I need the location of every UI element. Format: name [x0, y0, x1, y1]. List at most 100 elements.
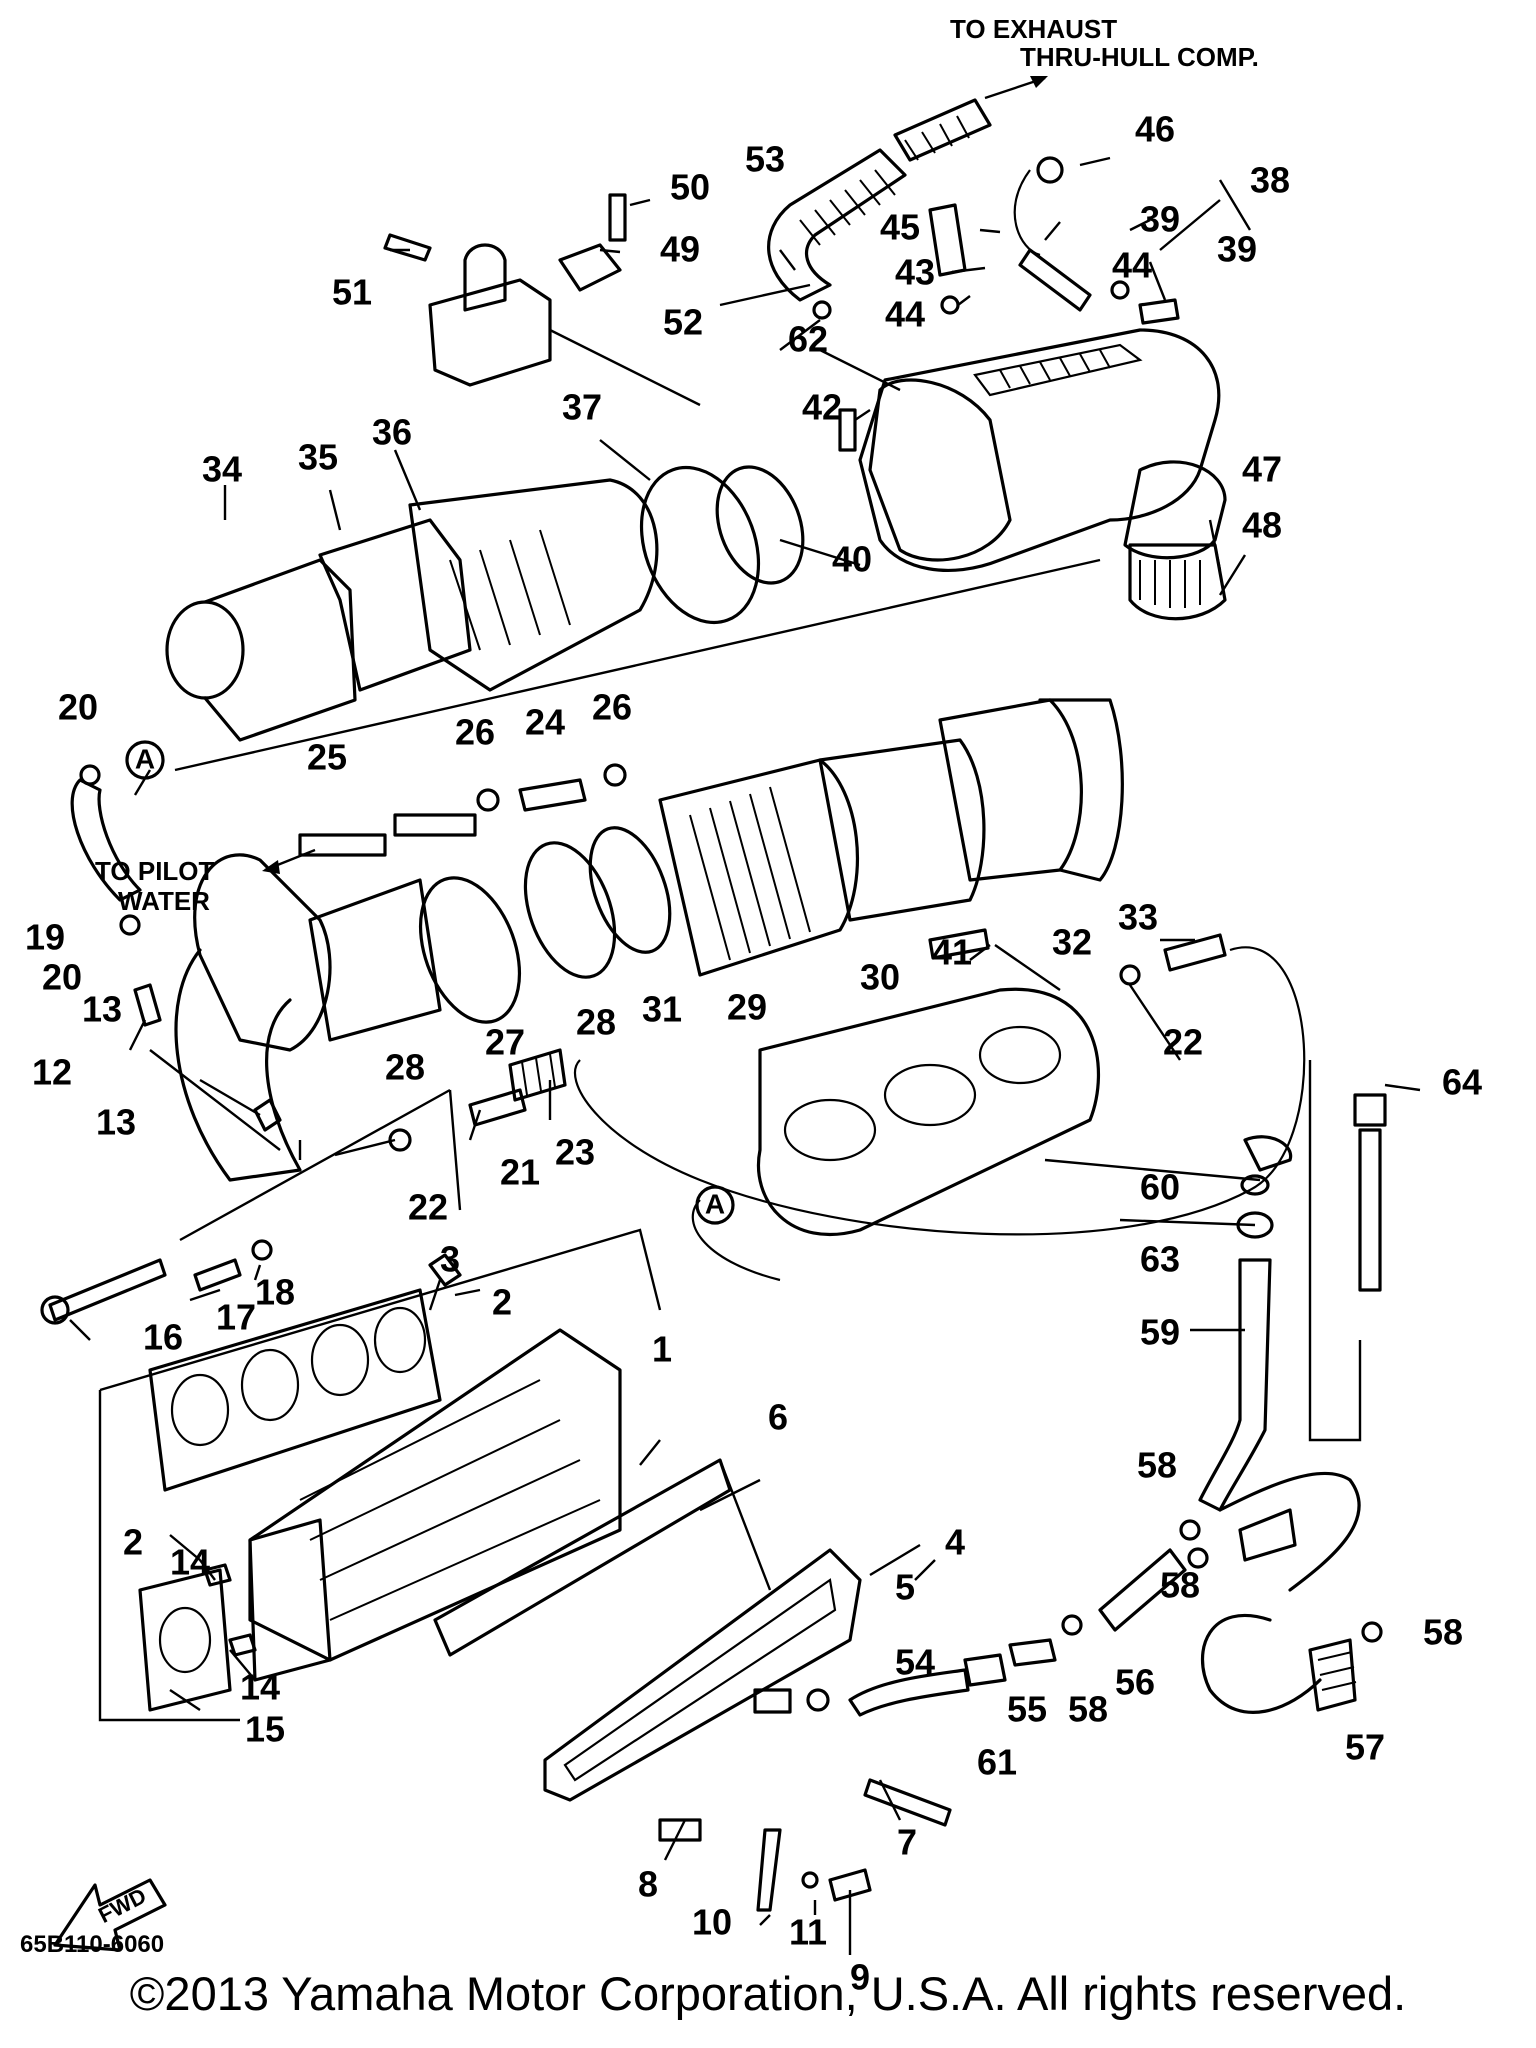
joint-61 — [963, 1653, 1007, 1687]
part-number: 64 — [1442, 1062, 1482, 1103]
part-number: 2 — [492, 1282, 512, 1323]
part-number: 53 — [745, 139, 785, 180]
part-number: 4 — [945, 1522, 965, 1563]
ref-label: A — [705, 1188, 725, 1219]
joint-27 — [418, 876, 522, 1024]
dowel-14b — [228, 1633, 257, 1657]
exhaust-pipe-assembly — [174, 698, 1124, 1242]
fwd-arrow-shape — [53, 1878, 167, 1952]
hose-joint — [1238, 1508, 1297, 1562]
part-number: 21 — [500, 1152, 540, 1193]
clamp-22b — [1119, 964, 1141, 986]
gasket-6 — [433, 1458, 732, 1657]
clamp-26a — [476, 788, 500, 812]
pipe-29-ribs — [689, 786, 811, 961]
bolt-17 — [193, 1258, 242, 1292]
bracket-eye — [463, 243, 507, 312]
part-number: 41 — [932, 932, 972, 973]
to-pilot-label: TO PILOT — [95, 856, 215, 886]
jacket-port-2 — [883, 1063, 977, 1127]
muffler-leader — [174, 558, 1101, 772]
part-number: 3 — [440, 1239, 460, 1280]
bracket-clip — [558, 243, 622, 292]
part-number: 37 — [562, 387, 602, 428]
muffler-leader-2 — [133, 769, 152, 796]
chamber-ribs — [973, 343, 1143, 397]
part-number: 58 — [1068, 1689, 1108, 1730]
gasket-3-port-3 — [310, 1323, 370, 1397]
clamp-44b — [1110, 280, 1130, 300]
muffler-inlet — [165, 600, 245, 700]
right-leaders — [1044, 1083, 1421, 1332]
part-number: 28 — [576, 1002, 616, 1043]
hose-55 — [1008, 1638, 1057, 1667]
part-number: 51 — [332, 272, 372, 313]
washer-18 — [251, 1239, 273, 1261]
part-number: 47 — [1242, 449, 1282, 490]
part-number: 16 — [143, 1317, 183, 1358]
part-number: 12 — [32, 1052, 72, 1093]
rod-10 — [756, 1828, 782, 1912]
part-number: 14 — [240, 1667, 280, 1708]
part-number: 1 — [652, 1329, 672, 1370]
hose-57 — [1308, 1638, 1357, 1712]
dowel-14 — [203, 1563, 232, 1587]
joint-24 — [518, 778, 587, 812]
part-number: 25 — [307, 737, 347, 778]
part-number: 31 — [642, 989, 682, 1030]
part-number: 18 — [255, 1272, 295, 1313]
gasket-3-port-2 — [240, 1348, 300, 1422]
outlet-47 — [1123, 460, 1227, 560]
pipe-25 — [298, 833, 387, 857]
gasket-35 — [318, 518, 472, 692]
adapter-leader-box — [1308, 1060, 1362, 1442]
hose-22-top — [1163, 933, 1227, 972]
hose-23-ribs — [521, 1053, 556, 1096]
part-number: 44 — [885, 294, 925, 335]
clamp-20b — [119, 914, 141, 936]
bolt-9 — [828, 1868, 872, 1902]
right-mid-leaders — [969, 938, 1195, 1061]
pipe-leader-lines — [179, 1088, 462, 1242]
bolt-7 — [863, 1778, 952, 1827]
part-number: 62 — [788, 319, 828, 360]
hose-59 — [1198, 1258, 1272, 1512]
part-number: 2 — [123, 1522, 143, 1563]
elbow-12 — [193, 853, 332, 1052]
part-number: 20 — [58, 687, 98, 728]
lower-leaders — [639, 1439, 936, 1955]
part-number: 61 — [977, 1742, 1017, 1783]
water-label: WATER — [118, 886, 210, 916]
bolt-51 — [383, 233, 432, 262]
part-number: 63 — [1140, 1239, 1180, 1280]
part-number: 5 — [895, 1567, 915, 1608]
clamp-44 — [940, 295, 960, 315]
part-number: 59 — [1140, 1312, 1180, 1353]
ref-mark-a-upper: A — [125, 740, 165, 780]
chamber-flange — [868, 378, 1012, 562]
bolt-8 — [658, 1818, 702, 1842]
part-number: 29 — [727, 987, 767, 1028]
bracket-49 — [428, 278, 552, 387]
part-number: 52 — [663, 302, 703, 343]
gasket-15-port — [158, 1606, 212, 1674]
bolt-13b — [133, 983, 162, 1027]
hose-to-54 — [848, 1668, 970, 1717]
part-number: 13 — [96, 1102, 136, 1143]
part-number: 48 — [1242, 505, 1282, 546]
part-number: 39 — [1217, 229, 1257, 270]
fitting-39b — [1138, 298, 1180, 325]
muffler-36 — [408, 478, 659, 692]
part-number: 11 — [789, 1912, 827, 1953]
pipe-29 — [658, 758, 860, 977]
clamp-48 — [1128, 543, 1227, 621]
part-number: 58 — [1160, 1565, 1200, 1606]
muffler-assembly — [133, 465, 1101, 796]
hose-53-ribs — [799, 169, 896, 246]
part-number: 22 — [1163, 1022, 1203, 1063]
clamp-26b — [603, 763, 627, 787]
upper-leaders — [390, 198, 821, 351]
pipe-21 — [468, 1088, 527, 1127]
part-number: 24 — [525, 702, 565, 743]
adapter-64 — [1358, 1128, 1382, 1292]
